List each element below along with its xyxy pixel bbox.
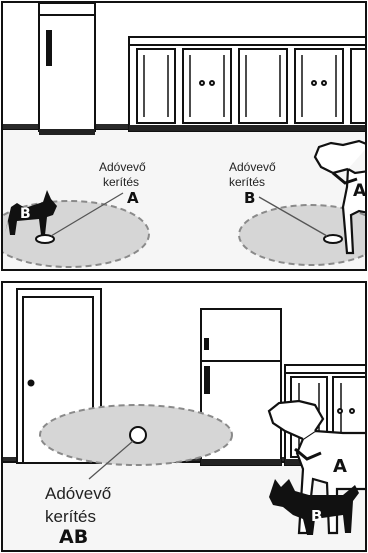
label-ab-line2: kerítés: [45, 507, 96, 527]
label-a-line1: Adóvevő: [99, 161, 146, 175]
top-scene: [3, 3, 367, 271]
label-b-line1: Adóvevő: [229, 161, 276, 175]
small-dog-tag: B: [20, 207, 31, 221]
refrigerator: [39, 3, 95, 131]
bottom-panel: Adóvevő kerítés AB A B: [1, 281, 367, 552]
kitchen-cabinets: [129, 37, 367, 131]
small-dog-tag: B: [311, 509, 322, 524]
label-b-code: B: [244, 191, 255, 206]
transmitter-ab: [130, 427, 146, 443]
large-dog-tag: A: [333, 458, 347, 476]
label-b-line2: kerítés: [229, 176, 265, 190]
large-dog-tag: A: [353, 183, 366, 200]
label-ab-line1: Adóvevő: [45, 484, 111, 504]
label-ab-code: AB: [59, 528, 88, 547]
label-a-line2: kerítés: [103, 176, 139, 190]
label-a-code: A: [127, 191, 139, 206]
top-panel: Adóvevő kerítés A Adóvevő kerítés B B A: [1, 1, 367, 271]
